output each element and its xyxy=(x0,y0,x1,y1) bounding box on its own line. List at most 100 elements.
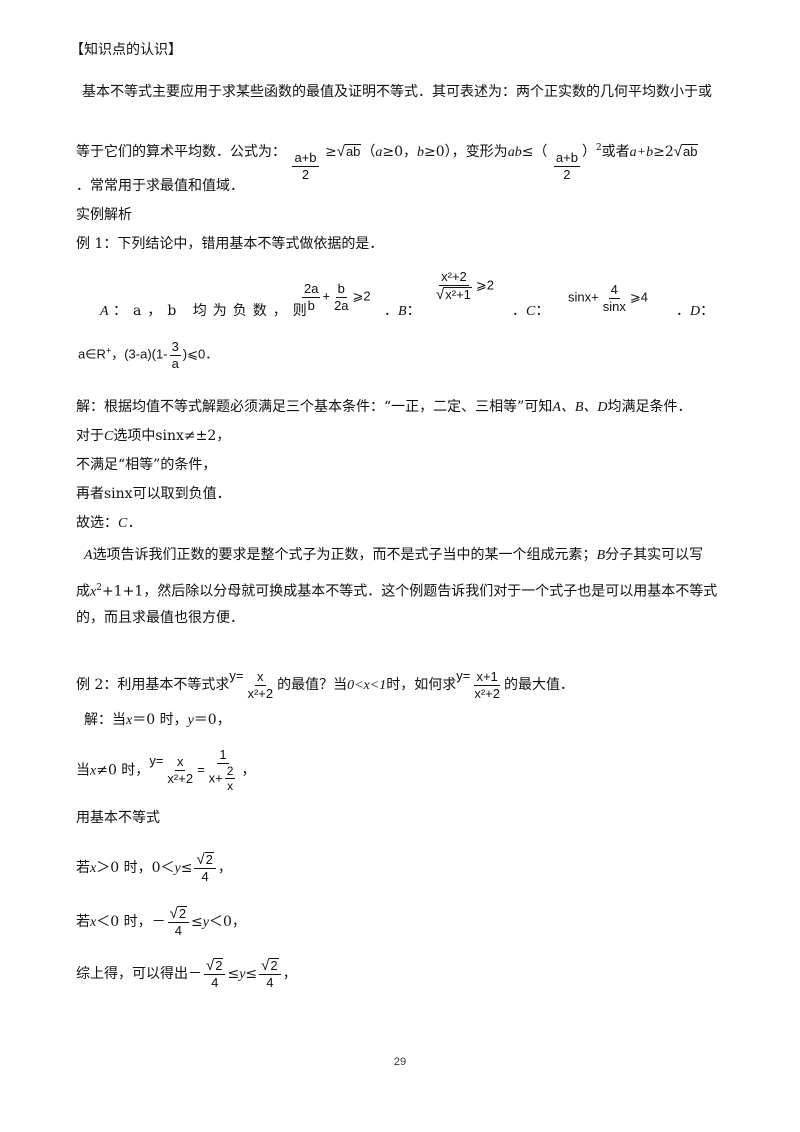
c-prefix: sinx+ xyxy=(568,289,599,305)
s2-x: x xyxy=(90,763,97,779)
comment2-b: +1+1，然后除以分母就可换成基本不等式．这个例题告诉我们对于一个式子也是可以用… xyxy=(101,583,718,600)
denominator: x²+2 xyxy=(167,770,194,786)
radical-icon: √ xyxy=(169,905,178,923)
numerator: √2 xyxy=(204,957,226,976)
denominator: 4 xyxy=(174,923,182,939)
option-a-text: ：a，b 均为负数，则 xyxy=(113,303,313,319)
s5-y: y xyxy=(202,914,209,930)
frac-c: 4 sinx xyxy=(601,283,628,313)
ex1-option-a-formula: 2a b + b 2a ⩾2 xyxy=(302,281,371,313)
s2-a: 当 xyxy=(76,762,90,779)
s6-le: ≤ xyxy=(227,965,240,982)
s5-x: x xyxy=(90,914,97,930)
numerator: b xyxy=(335,281,347,298)
sol1-options: A、B、D xyxy=(552,400,608,415)
section-heading: 【知识点的认识】 xyxy=(70,42,182,58)
answer-label: 故选： xyxy=(76,515,118,531)
frac-b-2a: b 2a xyxy=(332,282,350,312)
s1-y: y xyxy=(187,713,194,728)
sqrt-two: √2 xyxy=(169,905,188,923)
intro-line-3: ．常常用于求最值和值域． xyxy=(76,178,244,194)
numerator: √2 xyxy=(259,957,281,976)
radical-icon: √ xyxy=(261,957,270,975)
y-eq: y= xyxy=(229,668,244,684)
denominator: b xyxy=(307,297,315,313)
frac-d: 3 a xyxy=(169,340,181,371)
s5-le: ≤ xyxy=(191,913,203,930)
cond-mid: ≥0， xyxy=(382,144,418,160)
sqrt-denominator: √x²+1 xyxy=(436,286,472,302)
denominator: 4 xyxy=(201,869,209,885)
d-expr-2: )⩽0 xyxy=(182,346,206,362)
intro-prefix: 等于它们的算术平均数．公式为： xyxy=(76,144,286,160)
intro-line-1: 基本不等式主要应用于求某些函数的最值及证明不等式．其可表述为：两个正实数的几何平… xyxy=(82,84,712,100)
sol1-end: 均满足条件． xyxy=(607,399,692,415)
ex1-solution-2: 对于C选项中sinx≠±2， xyxy=(76,426,230,447)
sqrt-content: 2 xyxy=(204,852,214,867)
sol2-c: C xyxy=(104,429,114,444)
ex1-option-b-formula: x²+2 √x²+1 ⩾2 xyxy=(432,270,494,302)
ex1-comment-3: 的，而且求最值也很方便． xyxy=(76,610,244,626)
y-eq: y= xyxy=(149,753,164,769)
d-domain: a∈R xyxy=(78,346,106,362)
equals: = xyxy=(197,762,205,778)
comment-d: 分子其实可以写 xyxy=(605,547,704,563)
den-prefix: x+ xyxy=(208,770,223,786)
ex1-solution-3: 不满足“相等”的条件， xyxy=(76,457,217,473)
s4-y: y xyxy=(174,860,181,876)
cond-b: b xyxy=(417,145,425,160)
s5-a: 若 xyxy=(76,913,90,930)
denominator: a xyxy=(171,355,179,371)
numerator: 1 xyxy=(217,747,229,764)
option-c-label: C xyxy=(526,304,536,319)
var-ab: ab xyxy=(507,145,522,160)
radical-icon: √ xyxy=(206,957,215,975)
var-a-plus-b: a+b xyxy=(629,145,654,160)
cond-a: a xyxy=(375,145,383,160)
ex1-comment-2: 成x2+1+1，然后除以分母就可换成基本不等式．这个例题告诉我们对于一个式子也是… xyxy=(76,578,717,603)
q-b: 的最值？当 xyxy=(277,677,348,694)
sol4-b: 可以取到负值． xyxy=(132,486,231,502)
comment2-a: 成 xyxy=(76,583,90,600)
q-cond: 0<x<1 xyxy=(347,678,387,694)
frac-b: x²+2 √x²+1 xyxy=(434,270,474,302)
s4-a: 若 xyxy=(76,859,90,876)
d-expr-1: ，(3-a)(1- xyxy=(111,346,168,362)
ex1-comment-1: A选项告诉我们正数的要求是整个式子为正数，而不是式子当中的某一个组成元素；B分子… xyxy=(84,545,703,566)
ex1-question: 例 1：下列结论中，错用基本不等式做依据的是． xyxy=(76,236,384,252)
example-title: 实例解析 xyxy=(76,207,132,223)
s1-c: ＝0， xyxy=(193,712,231,728)
ex1-solution-1: 解：根据均值不等式解题必须满足三个基本条件：“一正，二定、三相等”可知A、B、D… xyxy=(76,397,692,418)
s4-x: x xyxy=(90,860,97,876)
answer-value: C． xyxy=(118,516,142,531)
s5-d: ＜0， xyxy=(209,913,246,930)
ex1-option-d-formula: a∈R+，(3-a)(1- 3 a )⩽0． xyxy=(78,339,219,371)
sqrt-ab-2: √ab xyxy=(673,143,699,160)
sqrt-content: 2 xyxy=(177,906,188,921)
le-paren: ≤（ xyxy=(521,144,548,160)
option-b-label: B xyxy=(398,304,407,319)
s4-le: ≤ xyxy=(180,859,193,876)
ge-symbol: ≥ xyxy=(324,144,337,160)
q-c: 时，如何求 xyxy=(386,677,457,694)
square-exponent: 2 xyxy=(595,143,602,153)
radical-icon: √ xyxy=(673,143,682,160)
fraction-numerator: a+b xyxy=(292,150,319,167)
or-text: 或者 xyxy=(601,144,630,160)
comment-a: A xyxy=(84,548,93,563)
s6-le-2: ≤ xyxy=(245,965,258,982)
denominator: x²+2 xyxy=(474,685,500,701)
